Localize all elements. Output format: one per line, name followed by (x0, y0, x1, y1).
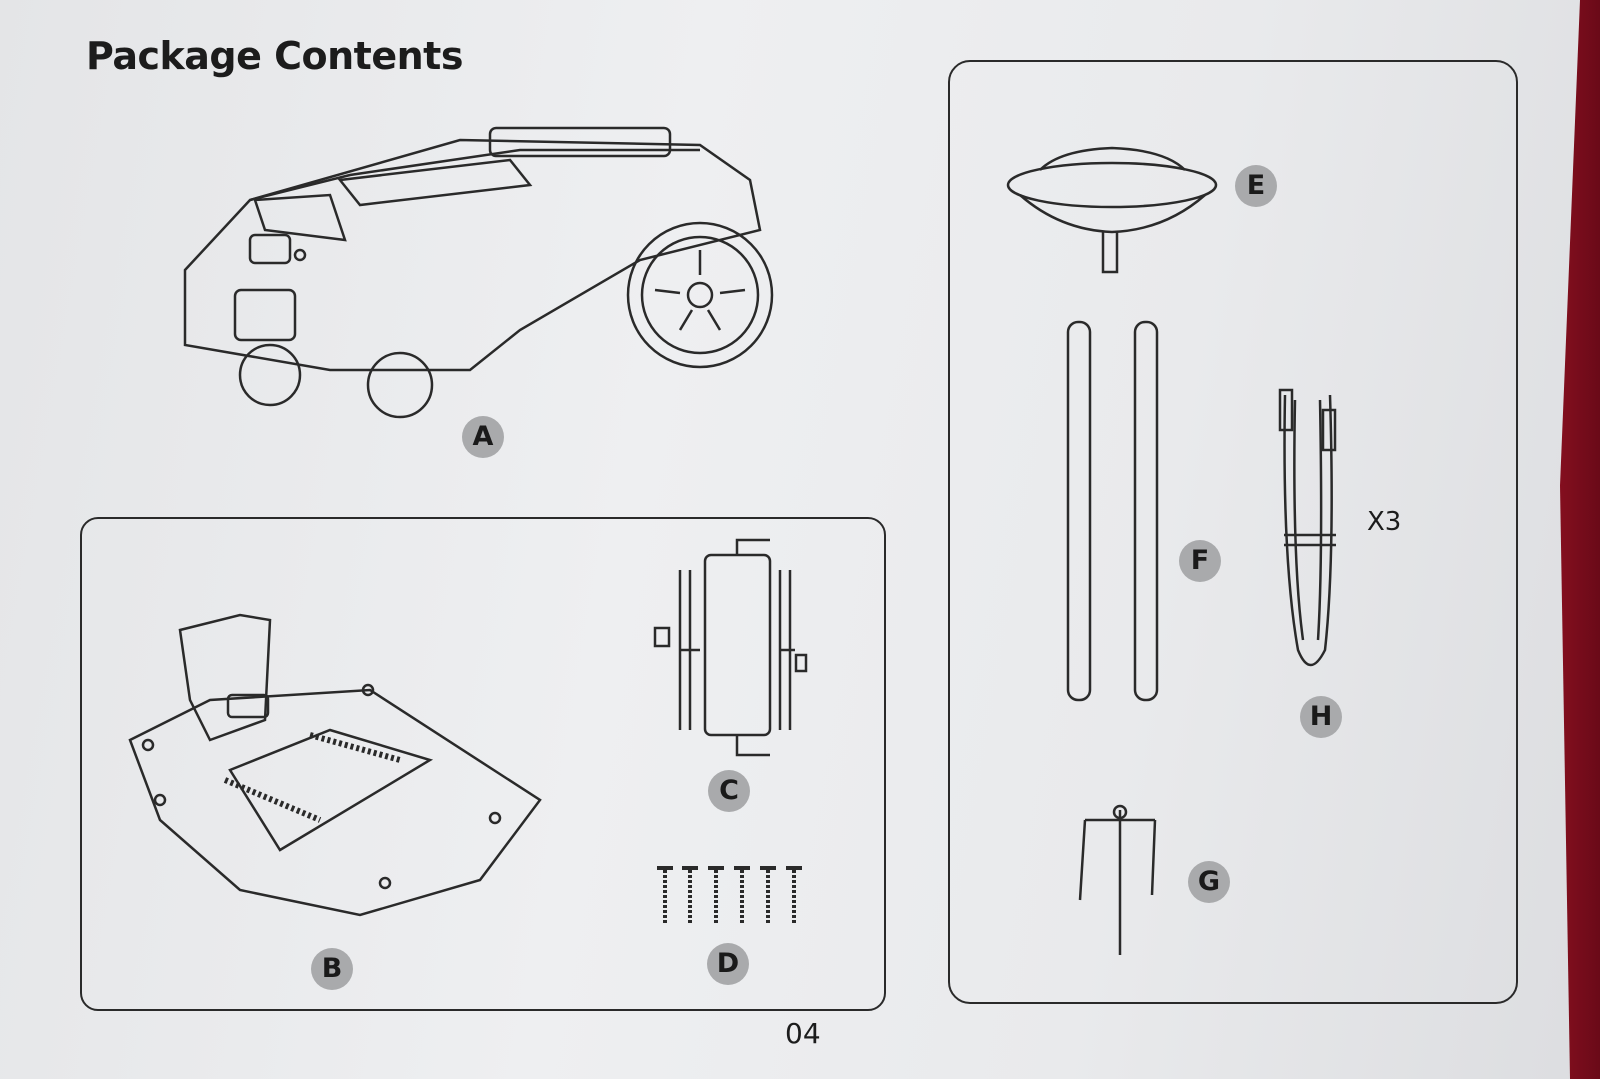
ground-spike-illustration (1078, 804, 1157, 955)
item-label-h: H (1300, 696, 1342, 738)
extension-cable-illustration (1278, 388, 1337, 667)
item-label-g: G (1188, 861, 1230, 903)
page-title: Package Contents (86, 34, 463, 78)
charging-station-illustration (128, 613, 542, 917)
item-label-d: D (707, 943, 749, 985)
poles-illustration (1066, 320, 1159, 702)
item-label-b: B (311, 948, 353, 990)
item-label-e: E (1235, 165, 1277, 207)
items-box-left (80, 517, 886, 1011)
beacon-illustration (1006, 146, 1218, 274)
item-label-f: F (1179, 540, 1221, 582)
item-label-a: A (462, 416, 504, 458)
items-box-right (948, 60, 1518, 1004)
page-number: 04 (785, 1017, 821, 1050)
power-supply-illustration (653, 538, 808, 757)
screws-illustration (657, 866, 802, 925)
robot-mower-illustration (183, 126, 774, 419)
quantity-label: X3 (1367, 507, 1402, 537)
item-label-c: C (708, 770, 750, 812)
